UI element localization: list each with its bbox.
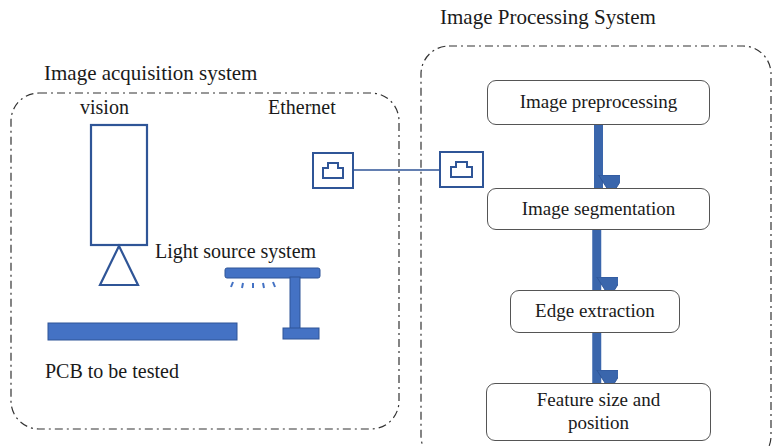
- part-label: PCB to be tested: [45, 360, 179, 383]
- process-box: Edge extraction: [510, 290, 680, 333]
- step-label: Feature size and position: [523, 389, 674, 435]
- flow-arrow: [592, 333, 601, 383]
- flow-arrow: [592, 230, 601, 290]
- part-label: Ethernet: [268, 96, 336, 119]
- part-label: vision: [80, 96, 129, 119]
- camera-lens: [100, 246, 138, 285]
- ethernet-port: [313, 153, 353, 188]
- process-box: Image segmentation: [487, 188, 710, 230]
- ethernet-cable: [353, 169, 440, 171]
- pcb-board: [48, 323, 237, 340]
- region-title: Image acquisition system: [44, 61, 257, 86]
- step-label: Image preprocessing: [520, 91, 678, 114]
- process-box: Feature size and position: [486, 383, 711, 441]
- region-panel: Image Processing SystemImage preprocessi…: [420, 45, 772, 447]
- region-title: Image Processing System: [440, 5, 656, 30]
- part-label: Light source system: [155, 240, 316, 263]
- camera-body: [91, 125, 147, 245]
- light-source: [225, 268, 320, 339]
- step-label: Image segmentation: [522, 198, 676, 221]
- ethernet-port: [440, 152, 483, 187]
- step-label: Edge extraction: [535, 300, 655, 323]
- flow-arrow: [594, 125, 603, 188]
- process-box: Image preprocessing: [487, 80, 710, 125]
